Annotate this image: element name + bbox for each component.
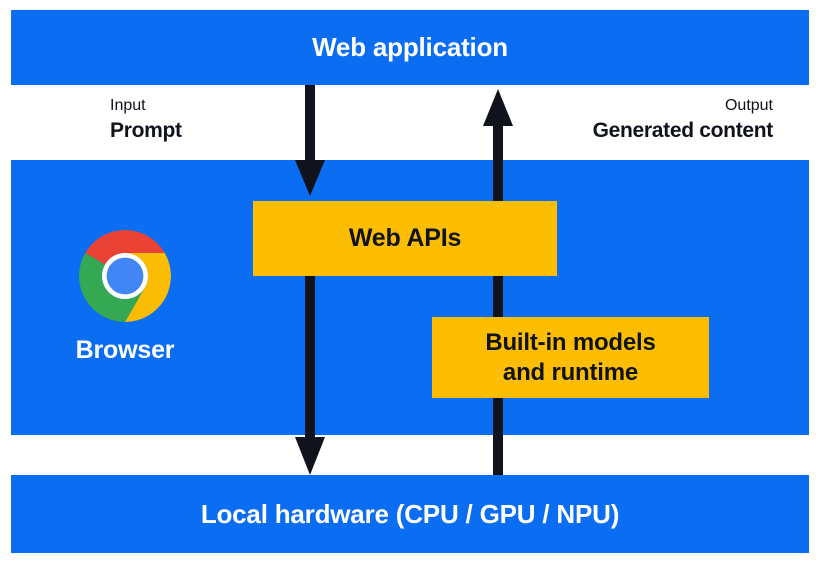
output-value-label: Generated content [592, 119, 774, 142]
builtin-models-box-label: Built-in models and runtime [485, 328, 656, 387]
input-kind-label: Input [110, 97, 146, 114]
input-annotation: Input Prompt [110, 96, 182, 144]
layer-web-application: Web application [11, 10, 809, 85]
chrome-logo-icon [79, 230, 171, 322]
input-value-label: Prompt [110, 119, 182, 142]
layer-local-hardware: Local hardware (CPU / GPU / NPU) [11, 475, 809, 553]
output-annotation: Output Generated content [592, 96, 774, 144]
layer-local-hardware-label: Local hardware (CPU / GPU / NPU) [200, 499, 620, 529]
layer-web-application-label: Web application [312, 32, 508, 62]
browser-group: Browser [55, 230, 195, 365]
builtin-models-box-line1: Built-in models [485, 329, 656, 357]
builtin-models-box-line2: and runtime [502, 358, 639, 386]
output-kind-label: Output [724, 97, 773, 114]
layer-browser-label: Browser [75, 336, 175, 364]
web-apis-box: Web APIs [253, 201, 557, 276]
web-apis-box-label: Web APIs [348, 224, 462, 252]
builtin-models-box: Built-in models and runtime [432, 317, 709, 398]
